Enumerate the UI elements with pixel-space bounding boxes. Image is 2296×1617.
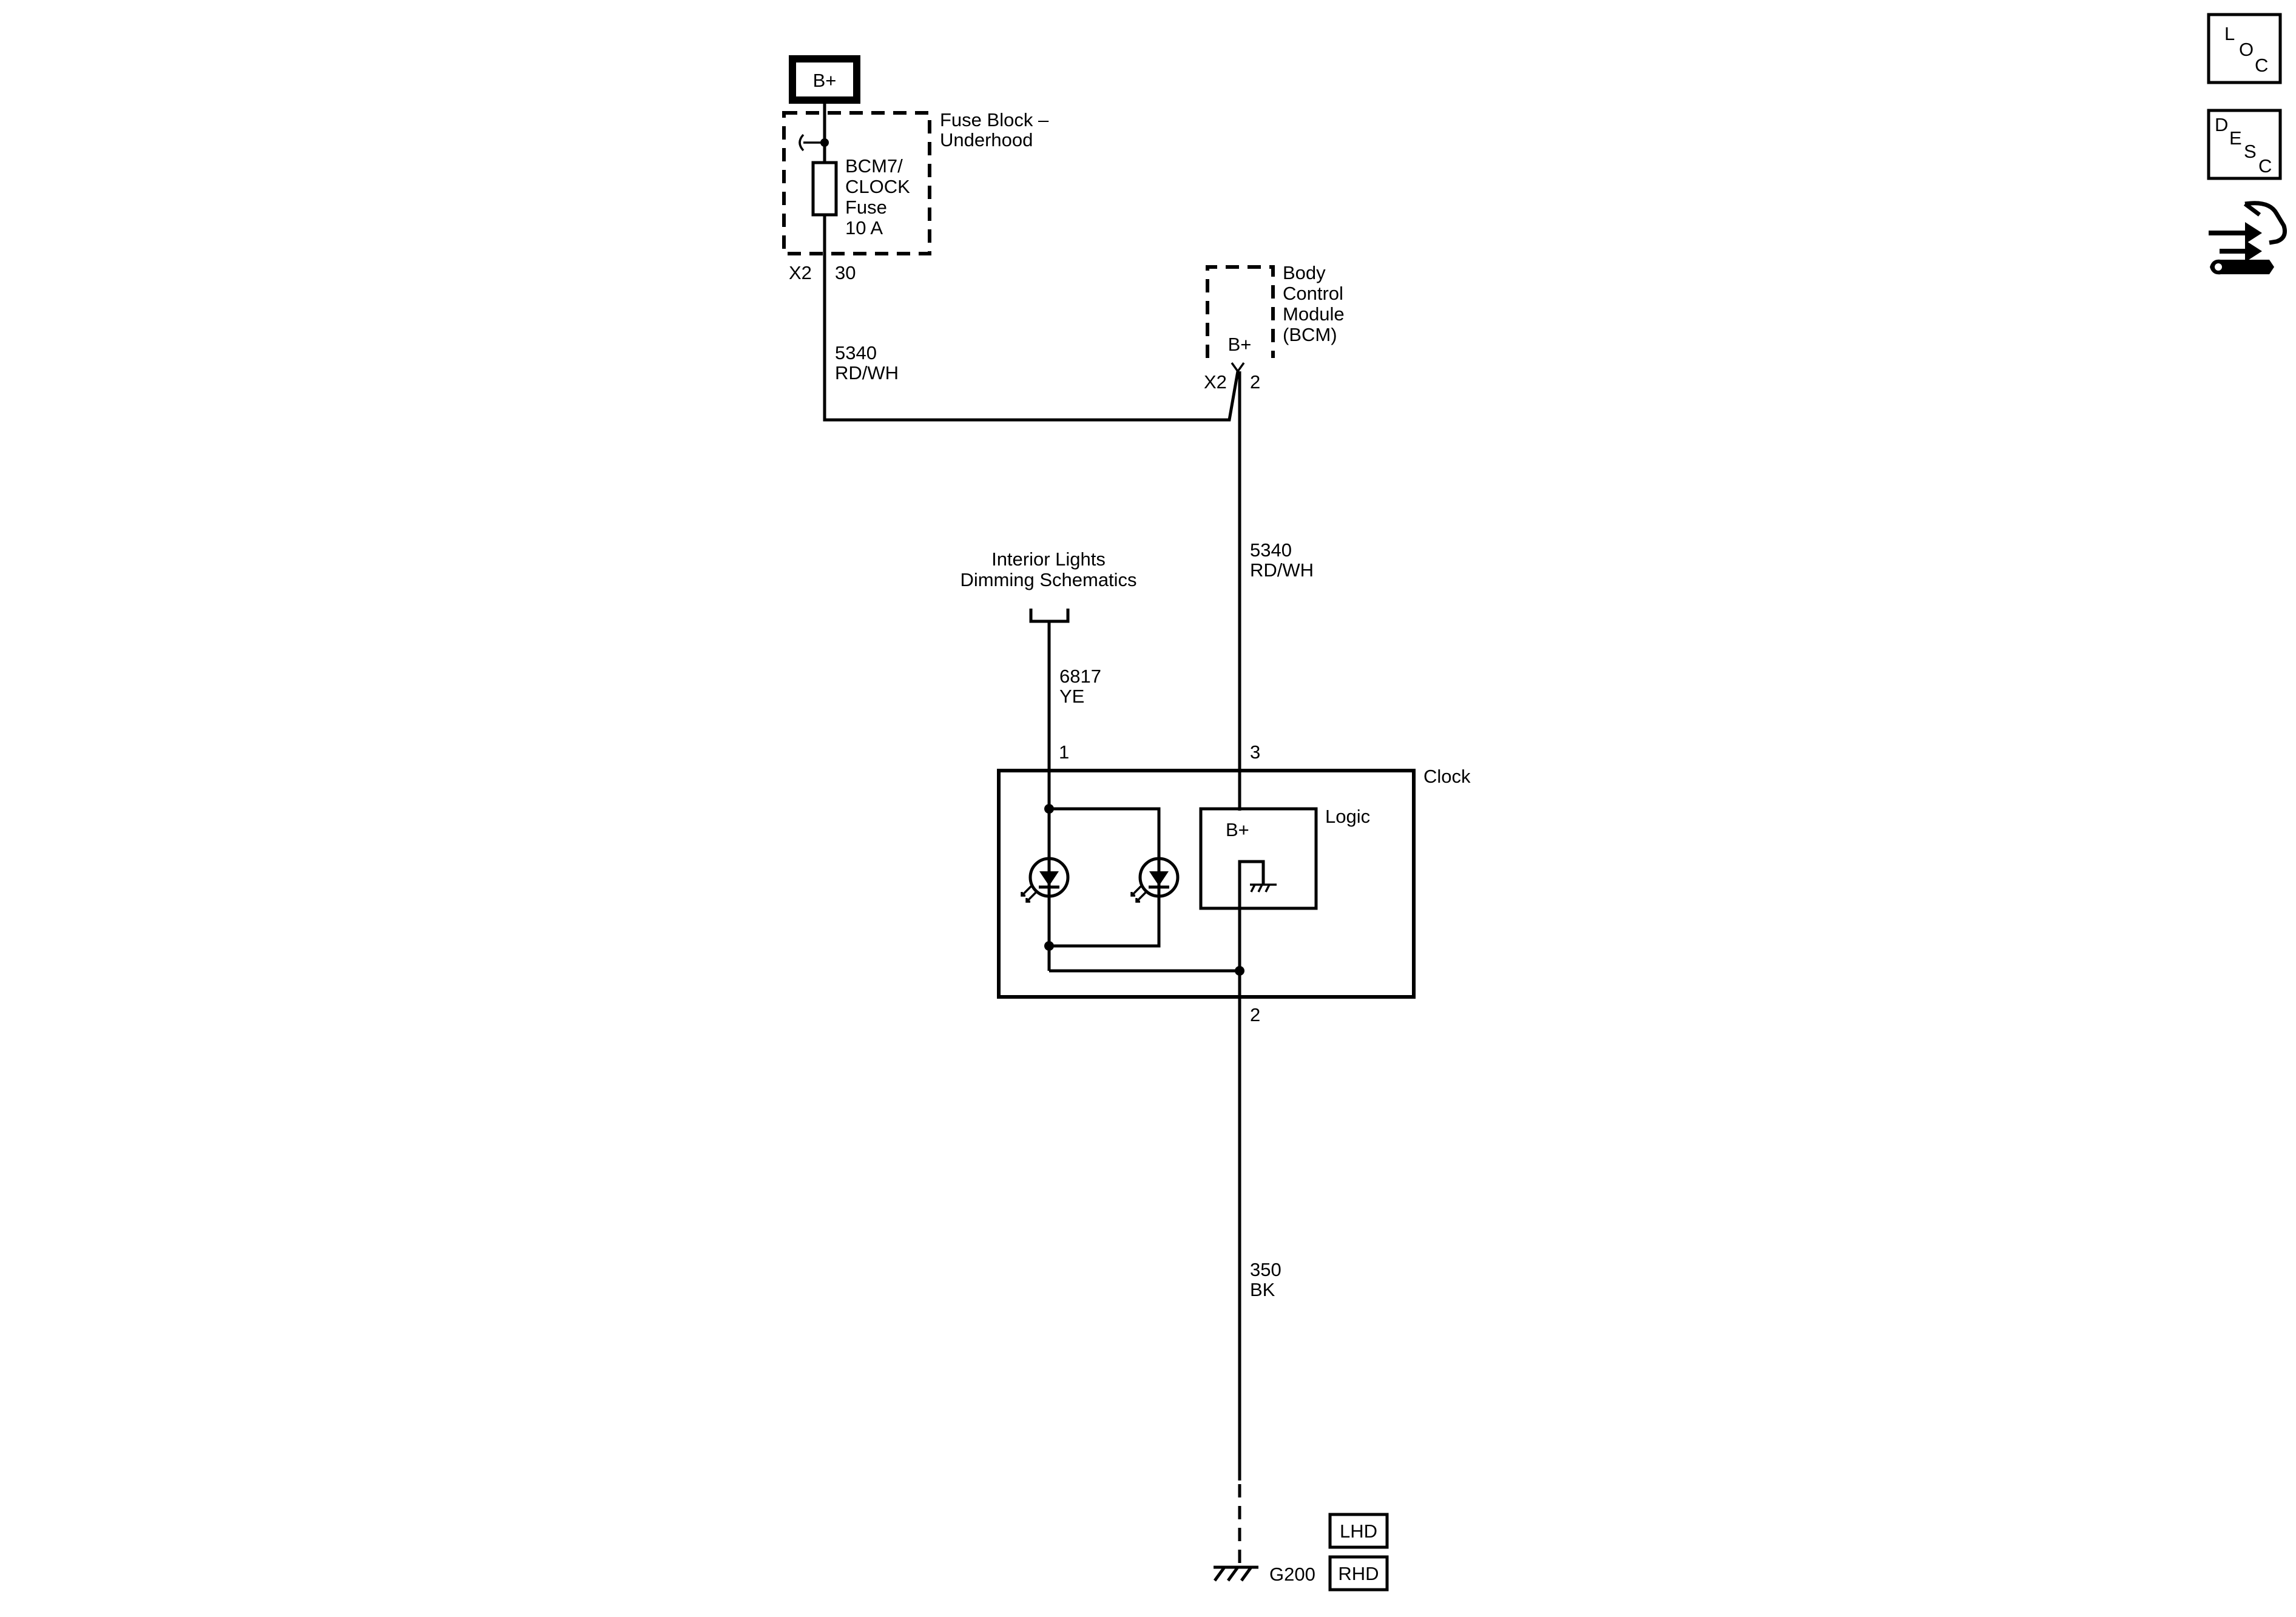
dimming-label-line1: Interior Lights xyxy=(991,549,1106,570)
fuse-label-line4: 10 A xyxy=(845,217,883,238)
bcm-connector: X2 xyxy=(1204,371,1227,393)
wire-5340b-circuit: 5340 xyxy=(1250,539,1292,561)
wire-5340-fuse-to-bcm: 5340 RD/WH xyxy=(823,261,1240,422)
fuse-element xyxy=(811,161,838,217)
body-control-module: B+ Body Control Module (BCM) X2 2 xyxy=(1204,262,1345,393)
loc-button[interactable]: L O C xyxy=(2207,13,2282,84)
wire-5340a-color: RD/WH xyxy=(835,362,899,383)
fuse-block-title-line2: Underhood xyxy=(940,129,1033,150)
desc-letter-e: E xyxy=(2229,127,2242,149)
desc-button[interactable]: D E S C xyxy=(2207,109,2282,180)
ground-label: G200 xyxy=(1269,1564,1315,1585)
wire-350-to-ground: 350 BK xyxy=(1238,997,1281,1567)
fuse-label-line2: CLOCK xyxy=(845,176,910,197)
bcm-terminal: B+ xyxy=(1228,334,1252,355)
desc-letter-d: D xyxy=(2215,114,2228,135)
rhd-label: RHD xyxy=(1338,1563,1379,1584)
fuse-block-title-line1: Fuse Block – xyxy=(940,109,1049,130)
fuse-block: Fuse Block – Underhood BCM7/ CLOCK Fuse … xyxy=(782,100,1049,283)
wire-6817-color: YE xyxy=(1059,686,1084,707)
fuse-label-line3: Fuse xyxy=(845,197,887,218)
loc-letter-l: L xyxy=(2224,23,2235,44)
desc-letter-c: C xyxy=(2258,155,2272,177)
chassis-ground-icon xyxy=(1213,1565,1258,1582)
led-icon xyxy=(1021,857,1070,903)
clock-module: Clock 1 3 2 Logic B+ xyxy=(997,741,1471,1025)
clock-pin1: 1 xyxy=(1059,741,1069,763)
wire-6817-circuit: 6817 xyxy=(1059,666,1101,687)
led-icon xyxy=(1130,857,1180,903)
bcm-title-line2: Control xyxy=(1283,283,1343,304)
logic-label: Logic xyxy=(1325,806,1370,827)
bcm-pin: 2 xyxy=(1250,371,1260,393)
wire-350-circuit: 350 xyxy=(1250,1259,1281,1280)
lhd-badge: LHD xyxy=(1328,1513,1389,1549)
fuse-label-line1: BCM7/ xyxy=(845,155,903,177)
bcm-title-line4: (BCM) xyxy=(1283,324,1337,345)
ground-g200: G200 LHD RHD xyxy=(1213,1513,1389,1592)
wire-5340-bcm-to-clock: 5340 RD/WH xyxy=(1238,371,1314,811)
connector-tool-icon[interactable] xyxy=(2209,201,2287,275)
wire-350-color: BK xyxy=(1250,1279,1275,1300)
bcm-title-line1: Body xyxy=(1283,262,1326,283)
clock-pin2: 2 xyxy=(1250,1004,1260,1025)
battery-label: B+ xyxy=(813,70,837,91)
fuse-block-pin: 30 xyxy=(835,262,856,283)
fuse-block-connector: X2 xyxy=(789,262,812,283)
dimming-label-line2: Dimming Schematics xyxy=(960,569,1136,590)
loc-letter-o: O xyxy=(2239,39,2254,60)
battery-terminal: B+ xyxy=(789,55,860,104)
clock-title: Clock xyxy=(1423,766,1471,787)
clock-pin3: 3 xyxy=(1250,741,1260,763)
wire-5340b-color: RD/WH xyxy=(1250,559,1314,581)
logic-terminal: B+ xyxy=(1226,819,1249,840)
ground-symbol-icon xyxy=(1250,883,1277,893)
bcm-title-line3: Module xyxy=(1283,303,1345,325)
wire-5340a-circuit: 5340 xyxy=(835,342,877,363)
lhd-label: LHD xyxy=(1340,1521,1377,1542)
desc-letter-s: S xyxy=(2244,141,2257,162)
rhd-badge: RHD xyxy=(1328,1555,1389,1592)
loc-letter-c: C xyxy=(2255,55,2268,76)
